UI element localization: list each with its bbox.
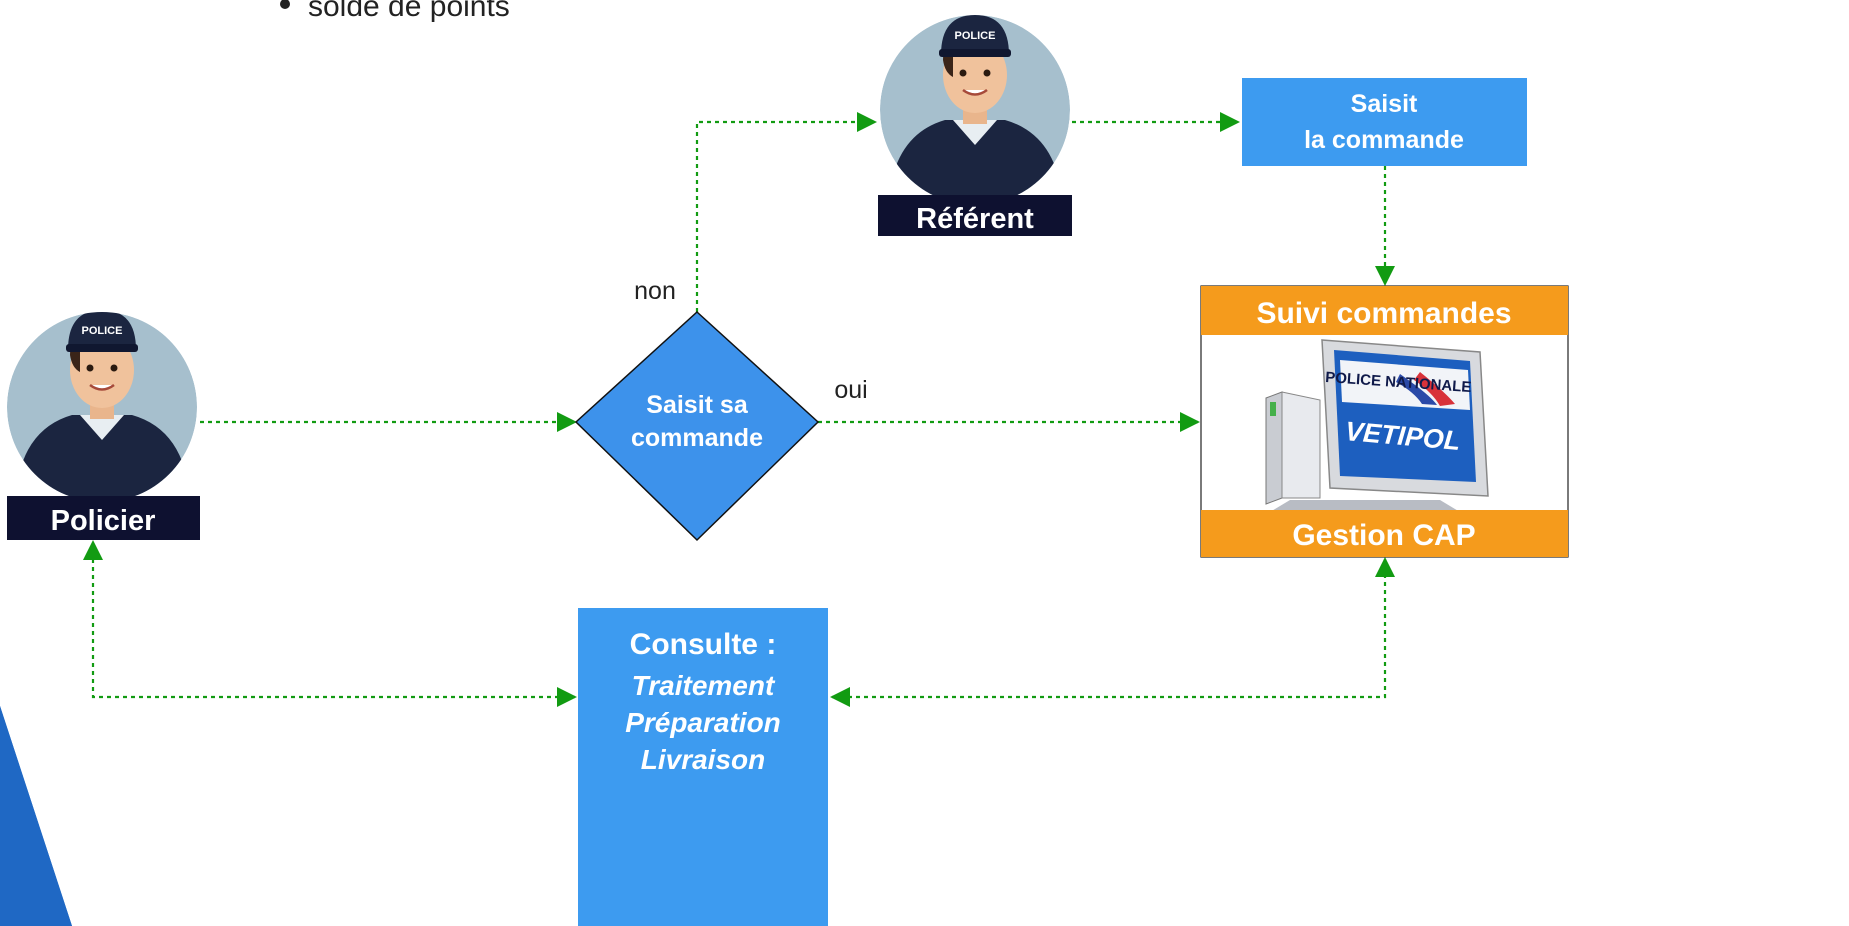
consult-item-2: Préparation	[625, 707, 781, 738]
decision-diamond: Saisit sa commande	[574, 310, 820, 542]
arrow-consult-policier	[83, 540, 577, 707]
policier-avatar-icon: POLICE	[7, 312, 197, 502]
decision-yes-label: oui	[834, 376, 867, 404]
computer-icon: POLICE NATIONALE VETIPOL	[1265, 339, 1489, 512]
policier-label: Policier	[51, 505, 156, 537]
consult-item-1: Traitement	[632, 670, 776, 701]
decision-no-label: non	[634, 277, 676, 305]
top-bullet: solde de points	[280, 0, 510, 23]
system-top-bar	[1201, 286, 1568, 335]
connectors	[83, 112, 1395, 707]
top-bullet-text: solde de points	[308, 0, 510, 23]
referent-action-box: Saisit la commande	[1242, 78, 1527, 166]
corner-decoration-fill	[0, 706, 72, 926]
consult-item-3: Livraison	[641, 744, 765, 775]
arrow-consult-system	[830, 557, 1395, 707]
actor-label-bg	[7, 496, 200, 540]
arrow-decision-to-referent	[695, 112, 877, 312]
system-box: Suivi commandes POLICE NATIONALE VETIPOL…	[1200, 285, 1569, 558]
decision-line1: Saisit sa	[646, 391, 749, 419]
system-top-label: Suivi commandes	[1256, 297, 1511, 330]
actor-policier: POLICE Policier	[7, 306, 200, 540]
consult-title: Consulte :	[630, 628, 777, 661]
decision-shape	[574, 310, 820, 542]
decision-line2: commande	[631, 424, 763, 452]
system-bottom-label: Gestion CAP	[1292, 519, 1475, 552]
consult-box-bg	[578, 608, 828, 926]
action-box-bg	[1242, 78, 1527, 166]
referent-avatar-icon: POLICE	[880, 15, 1070, 205]
referent-cap-text: POLICE	[955, 30, 996, 42]
referent-label: Référent	[916, 203, 1034, 235]
action-line1: Saisit	[1351, 90, 1418, 118]
consult-box: Consulte : Traitement Préparation Livrai…	[578, 608, 828, 926]
actor-label-bg	[878, 195, 1072, 236]
system-bottom-bar	[1201, 510, 1568, 557]
policier-cap-text: POLICE	[82, 325, 123, 337]
action-line2: la commande	[1304, 126, 1464, 154]
actor-referent: POLICE Référent	[878, 6, 1072, 236]
bullet-dot-icon	[280, 0, 290, 9]
